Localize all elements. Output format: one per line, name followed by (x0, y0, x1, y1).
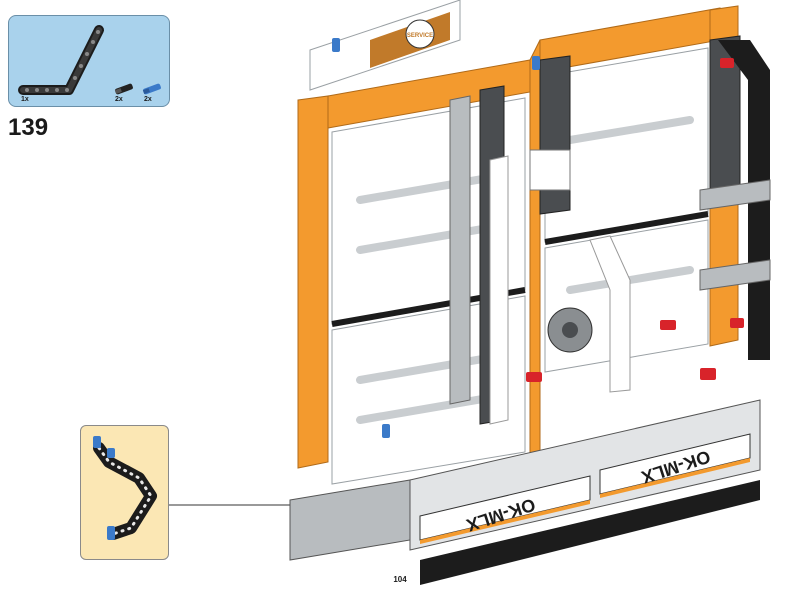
part-qty-blue-pin: 2x (144, 96, 152, 103)
part-qty-black-pin: 2x (115, 96, 123, 103)
service-logo-text: SERVICE (407, 33, 433, 39)
page-number: 104 (393, 575, 407, 584)
black-axle-pin-part (114, 83, 133, 95)
subassembly-illustration (93, 436, 157, 540)
bent-liftarm-part (18, 25, 104, 95)
blue-axle-pin-part (142, 83, 161, 95)
parts-illustration (18, 25, 161, 95)
base: OK-MLX OK-MLX (289, 399, 761, 585)
top-sign: SERVICE (309, 0, 461, 91)
subassembly-callout (80, 425, 169, 560)
connector-block (529, 149, 571, 191)
parts-list-callout: 1x 2x 2x (8, 15, 170, 107)
part-qty-liftarm: 1x (21, 96, 29, 103)
step-number: 139 (8, 114, 49, 141)
liftarm-with-pins (93, 436, 157, 540)
liftarms (449, 35, 771, 425)
gear-mechanism (529, 149, 593, 353)
service-logo (405, 19, 435, 49)
model-illustration: SERVICE (289, 0, 771, 585)
